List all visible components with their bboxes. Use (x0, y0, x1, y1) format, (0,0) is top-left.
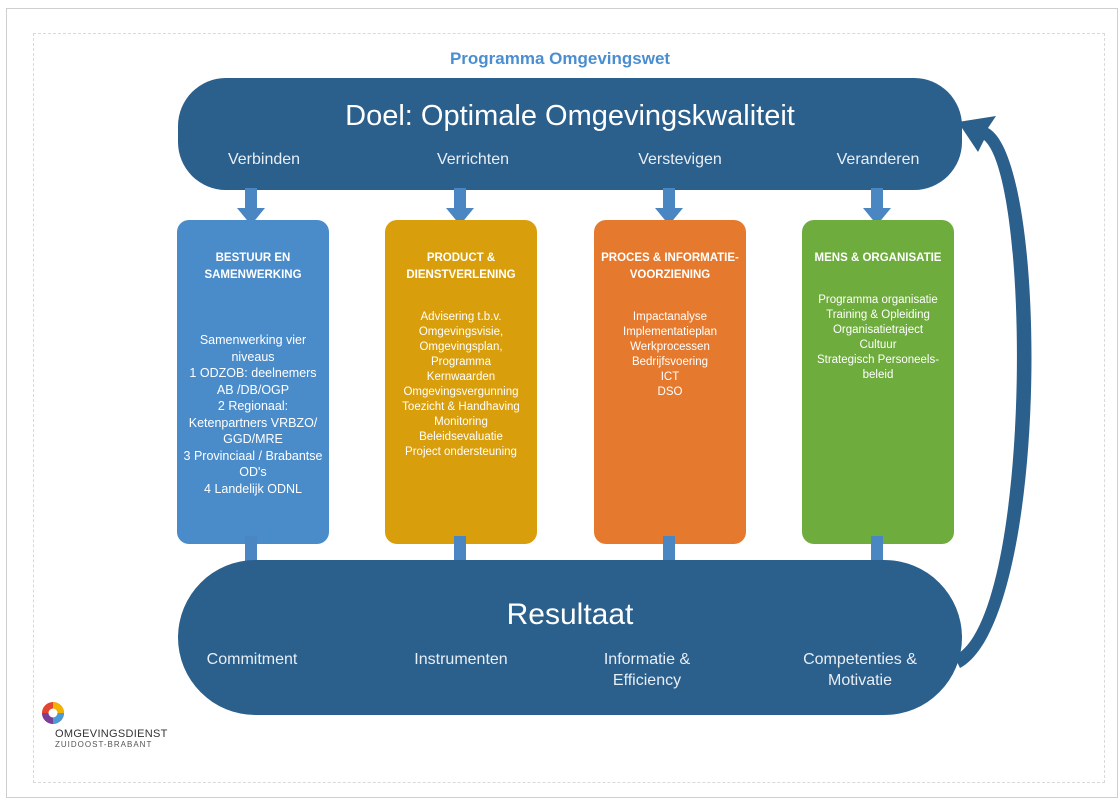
column-line: 2 Regionaal: Ketenpartners VRBZO/ GGD/MR… (188, 399, 318, 446)
column-proces-informatievoorziening: PROCES & INFORMATIE-VOORZIENING Impactan… (594, 220, 746, 544)
column-line: Werkprocessen (630, 341, 710, 353)
column-line: Advisering t.b.v. Omgevingsvisie, Omgevi… (418, 311, 504, 368)
column-line: Beleidsevaluatie (419, 431, 503, 443)
column-body: Samenwerking vier niveaus 1 ODZOB: deeln… (183, 332, 323, 497)
column-line: Programma organisatie (818, 294, 938, 306)
arrow-down-icon (446, 188, 474, 225)
column-line: Omgevingsvergunning (403, 386, 519, 398)
result-label-instrumenten: Instrumenten (414, 651, 508, 668)
column-line: DSO (657, 386, 683, 398)
logo-name: OMGEVINGSDIENST (55, 728, 168, 740)
column-title: MENS & ORGANISATIE (814, 252, 942, 264)
feedback-arrow-icon (954, 116, 1032, 668)
logo-icon (42, 702, 64, 724)
arrow-down-icon (655, 188, 683, 225)
result-band: Resultaat Commitment Instrumenten Inform… (178, 560, 962, 715)
column-line: Samenwerking vier niveaus (199, 333, 307, 364)
column-title: PRODUCT & DIENSTVERLENING (406, 252, 516, 281)
arrow-down-icon (237, 188, 265, 225)
goal-title: Doel: Optimale Omgevingskwaliteit (345, 100, 795, 132)
result-label-informatie: Informatie & Efficiency (603, 651, 691, 689)
goal-label-verstevigen: Verstevigen (638, 151, 722, 168)
column-line: 1 ODZOB: deelnemers AB /DB/OGP (189, 366, 317, 397)
column-line: Monitoring (434, 416, 488, 428)
column-line: Organisatietraject (832, 324, 924, 336)
arrow-down-icon (863, 188, 891, 225)
column-body: Impactanalyse Implementatieplan Werkproc… (600, 310, 740, 400)
column-mens-organisatie: MENS & ORGANISATIE Programma organisatie… (802, 220, 954, 544)
column-line: Impactanalyse (632, 311, 708, 323)
goal-band: Doel: Optimale Omgevingskwaliteit Verbin… (178, 78, 962, 190)
column-line: Kernwaarden (426, 371, 496, 383)
goal-label-verrichten: Verrichten (436, 151, 510, 168)
result-label-commitment: Commitment (206, 651, 298, 668)
column-body: Programma organisatie Training & Opleidi… (808, 293, 948, 383)
column-bestuur-samenwerking: BESTUUR EN SAMENWERKING Samenwerking vie… (177, 220, 329, 544)
column-line: Cultuur (859, 339, 897, 351)
column-line: Toezicht & Handhaving (402, 401, 520, 413)
column-title: PROCES & INFORMATIE-VOORZIENING (601, 252, 739, 281)
result-label-competenties: Competenties & Motivatie (803, 651, 917, 689)
column-line: 3 Provinciaal / Brabantse OD's (183, 448, 323, 480)
result-title: Resultaat (506, 598, 634, 631)
goal-label-verbinden: Verbinden (227, 151, 301, 168)
column-line: Training & Opleiding (826, 309, 930, 321)
column-line: ICT (660, 371, 680, 383)
logo-subtitle: ZUIDOOST-BRABANT (55, 740, 153, 749)
column-line: Implementatieplan (623, 326, 717, 338)
column-body: Advisering t.b.v. Omgevingsvisie, Omgevi… (391, 310, 531, 460)
diagram-inner-frame (33, 33, 1105, 783)
program-title: Programma Omgevingswet (449, 49, 671, 68)
column-line: Project ondersteuning (405, 446, 517, 458)
column-line: Bedrijfsvoering (631, 356, 709, 368)
column-line: 4 Landelijk ODNL (204, 481, 302, 496)
column-line: Strategisch Personeels-beleid (816, 354, 940, 381)
column-product-dienstverlening: PRODUCT & DIENSTVERLENING Advisering t.b… (385, 220, 537, 544)
goal-label-veranderen: Veranderen (836, 151, 920, 168)
column-title: BESTUUR EN SAMENWERKING (204, 252, 302, 281)
